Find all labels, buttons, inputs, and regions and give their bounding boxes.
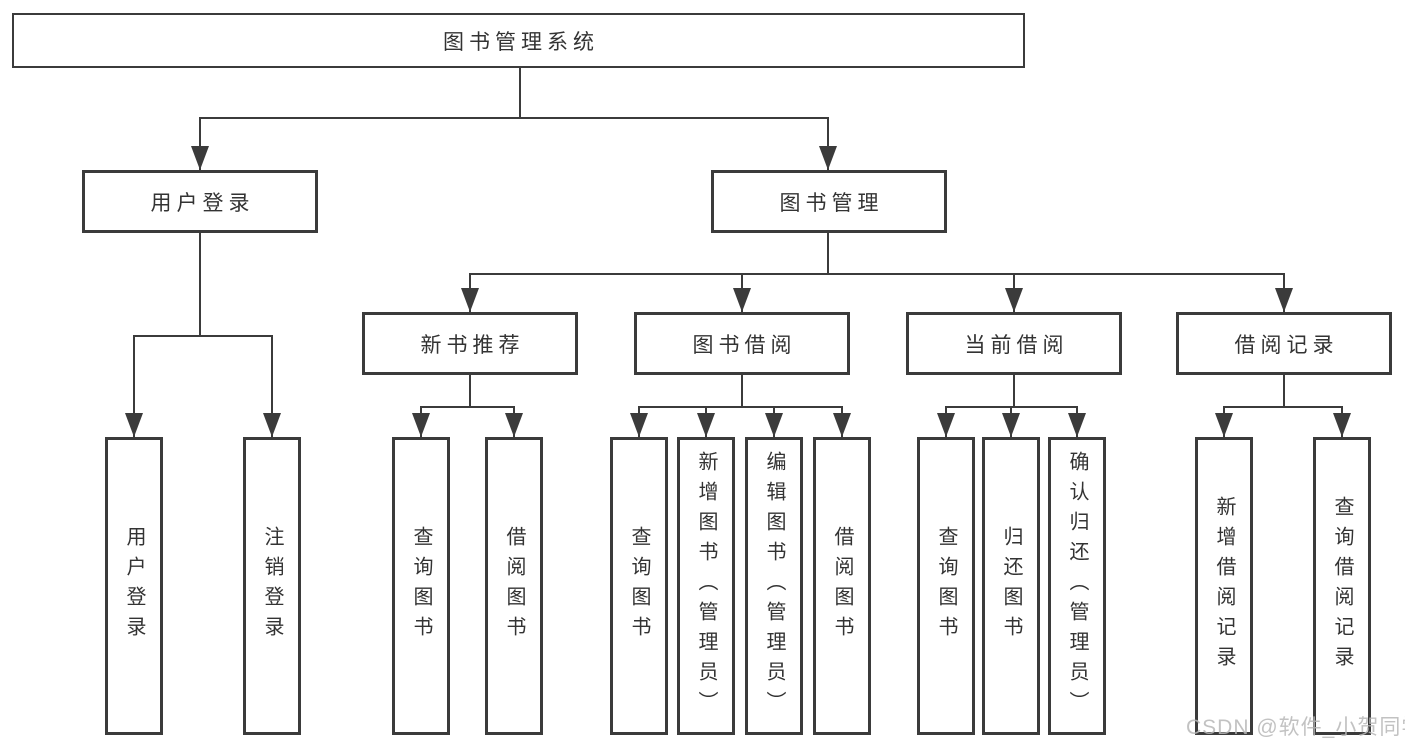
arrow-down-icon [1215, 413, 1233, 437]
arrow-down-icon [819, 146, 837, 170]
node-borrow-records-label: 借阅记录 [1234, 333, 1339, 357]
leaf-query-books-2-label: 查询图书 [628, 526, 650, 646]
arrow-down-icon [630, 413, 648, 437]
node-root-label: 图书管理系统 [443, 30, 599, 54]
leaf-add-borrow-record: 新增借阅记录 [1195, 437, 1253, 735]
node-book-management-label: 图书管理 [779, 191, 884, 215]
connector-user-login-stem [199, 233, 201, 336]
leaf-borrow-books-1-label: 借阅图书 [503, 526, 525, 646]
leaf-borrow-books-2: 借阅图书 [813, 437, 871, 735]
csdn-watermark: CSDN @软件_小贺同学 [1186, 716, 1405, 739]
leaf-add-books-admin: 新增图书（管理员） [677, 437, 735, 735]
node-new-book-recommend: 新书推荐 [362, 312, 578, 375]
connector-to-leaf [271, 335, 273, 437]
arrow-down-icon [263, 413, 281, 437]
connector-to-book-management [827, 117, 829, 170]
leaf-logout-label: 注销登录 [261, 526, 283, 646]
connector-section-stem [469, 375, 471, 407]
leaf-return-books-label: 归还图书 [1000, 526, 1022, 646]
node-borrow-records: 借阅记录 [1176, 312, 1392, 375]
connector-level1-hline [199, 117, 829, 119]
node-current-borrowing-label: 当前借阅 [964, 333, 1069, 357]
leaf-query-borrow-record: 查询借阅记录 [1313, 437, 1371, 735]
node-book-management: 图书管理 [711, 170, 947, 233]
node-user-login: 用户登录 [82, 170, 318, 233]
leaf-edit-books-admin-label: 编辑图书（管理员） [763, 451, 785, 721]
node-book-borrowing-label: 图书借阅 [692, 333, 797, 357]
arrow-down-icon [191, 146, 209, 170]
leaf-add-borrow-record-label: 新增借阅记录 [1213, 496, 1235, 676]
node-current-borrowing: 当前借阅 [906, 312, 1122, 375]
arrow-down-icon [1333, 413, 1351, 437]
arrow-down-icon [697, 413, 715, 437]
arrow-down-icon [1005, 288, 1023, 312]
connector-section-stem [1283, 375, 1285, 407]
leaf-add-books-admin-label: 新增图书（管理员） [695, 451, 717, 721]
connector-section-hline [638, 406, 843, 408]
leaf-query-borrow-record-label: 查询借阅记录 [1331, 496, 1353, 676]
arrow-down-icon [733, 288, 751, 312]
arrow-down-icon [412, 413, 430, 437]
leaf-user-login-label: 用户登录 [123, 526, 145, 646]
connector-section-hline [420, 406, 515, 408]
arrow-down-icon [937, 413, 955, 437]
leaf-borrow-books-1: 借阅图书 [485, 437, 543, 735]
arrow-down-icon [505, 413, 523, 437]
node-new-book-recommend-label: 新书推荐 [420, 333, 525, 357]
node-user-login-label: 用户登录 [150, 191, 255, 215]
leaf-confirm-return-admin: 确认归还（管理员） [1048, 437, 1106, 735]
connector-section-stem [1013, 375, 1015, 407]
arrow-down-icon [125, 413, 143, 437]
leaf-borrow-books-2-label: 借阅图书 [831, 526, 853, 646]
connector-book-management-stem [827, 233, 829, 274]
arrow-down-icon [765, 413, 783, 437]
leaf-return-books: 归还图书 [982, 437, 1040, 735]
leaf-query-books-3-label: 查询图书 [935, 526, 957, 646]
leaf-query-books-1: 查询图书 [392, 437, 450, 735]
arrow-down-icon [1002, 413, 1020, 437]
arrow-down-icon [461, 288, 479, 312]
node-book-borrowing: 图书借阅 [634, 312, 850, 375]
connector-section-stem [741, 375, 743, 407]
arrow-down-icon [833, 413, 851, 437]
arrow-down-icon [1068, 413, 1086, 437]
arrow-down-icon [1275, 288, 1293, 312]
connector-level3-hline [469, 273, 1285, 275]
connector-root-stem [519, 66, 521, 118]
leaf-query-books-3: 查询图书 [917, 437, 975, 735]
leaf-query-books-2: 查询图书 [610, 437, 668, 735]
leaf-logout: 注销登录 [243, 437, 301, 735]
leaf-confirm-return-admin-label: 确认归还（管理员） [1066, 451, 1088, 721]
node-root: 图书管理系统 [12, 13, 1025, 68]
leaf-user-login: 用户登录 [105, 437, 163, 735]
leaf-query-books-1-label: 查询图书 [410, 526, 432, 646]
connector-to-user-login [199, 117, 201, 170]
connector-user-login-hline [133, 335, 273, 337]
leaf-edit-books-admin: 编辑图书（管理员） [745, 437, 803, 735]
connector-section-hline [1223, 406, 1343, 408]
connector-to-leaf [133, 335, 135, 437]
